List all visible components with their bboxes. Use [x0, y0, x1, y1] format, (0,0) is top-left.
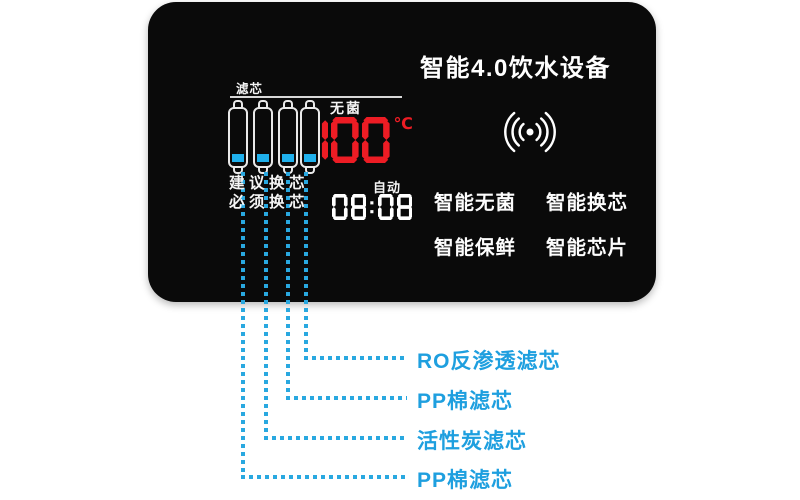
callout-connector-vertical — [241, 172, 245, 479]
callout-label-activated-carbon-filter: 活性炭滤芯 — [417, 430, 527, 453]
cartridge-body — [228, 107, 248, 168]
callout-connector-horizontal — [241, 475, 407, 479]
cartridge-nub — [233, 166, 243, 174]
cartridge-cap — [305, 100, 315, 109]
callout-connector-vertical — [264, 172, 268, 440]
filter-cartridge — [228, 100, 248, 174]
callout-connector-vertical — [304, 172, 308, 360]
filter-cartridge — [253, 100, 273, 174]
callout-label-pp-cotton-filter: PP棉滤芯 — [417, 469, 514, 492]
callout-connector-vertical — [286, 172, 290, 400]
callout-label-pp-cotton-filter: PP棉滤芯 — [417, 390, 514, 413]
temperature-unit: ℃ — [393, 116, 413, 133]
callout-connector-horizontal — [264, 436, 407, 440]
filter-cartridge — [300, 100, 320, 174]
cartridge-body — [253, 107, 273, 168]
sterile-label: 无菌 — [330, 100, 362, 116]
device-display-panel: 滤芯 建议换芯 必须换芯 无菌 ℃ 自动 智能4.0饮水设备 — [148, 2, 656, 302]
feature-smart-chip: 智能芯片 — [546, 237, 629, 259]
wireless-signal-icon — [504, 111, 556, 153]
cartridge-level-fill — [304, 154, 316, 162]
cartridge-status-suggest: 建议换芯 — [229, 175, 310, 192]
cartridge-cap — [283, 100, 293, 109]
feature-list: 智能无菌 智能换芯 智能保鲜 智能芯片 — [434, 186, 628, 260]
temperature-digits — [321, 117, 393, 163]
cartridge-status-must: 必须换芯 — [229, 194, 310, 211]
filter-section-label: 滤芯 — [236, 82, 264, 96]
cartridge-nub — [258, 166, 268, 174]
feature-smart-cartridge-change: 智能换芯 — [546, 192, 629, 214]
temperature-display: ℃ — [321, 116, 413, 163]
filter-section-divider — [230, 96, 402, 98]
clock-digits — [332, 194, 415, 220]
cartridge-nub — [305, 166, 315, 174]
cartridge-level-fill — [257, 154, 269, 162]
auto-mode-label: 自动 — [373, 180, 402, 195]
callout-label-ro-filter: RO反渗透滤芯 — [417, 350, 561, 373]
cartridge-cap — [258, 100, 268, 109]
filter-cartridge — [278, 100, 298, 174]
callout-connector-horizontal — [304, 356, 407, 360]
product-title: 智能4.0饮水设备 — [420, 55, 611, 82]
cartridge-cap — [233, 100, 243, 109]
feature-smart-sterile: 智能无菌 — [434, 192, 517, 214]
cartridge-body — [300, 107, 320, 168]
clock-display — [332, 194, 415, 220]
feature-smart-freshness: 智能保鲜 — [434, 237, 517, 259]
callout-connector-horizontal — [286, 396, 407, 400]
cartridge-level-fill — [282, 154, 294, 162]
cartridge-body — [278, 107, 298, 168]
cartridge-level-fill — [232, 154, 244, 162]
